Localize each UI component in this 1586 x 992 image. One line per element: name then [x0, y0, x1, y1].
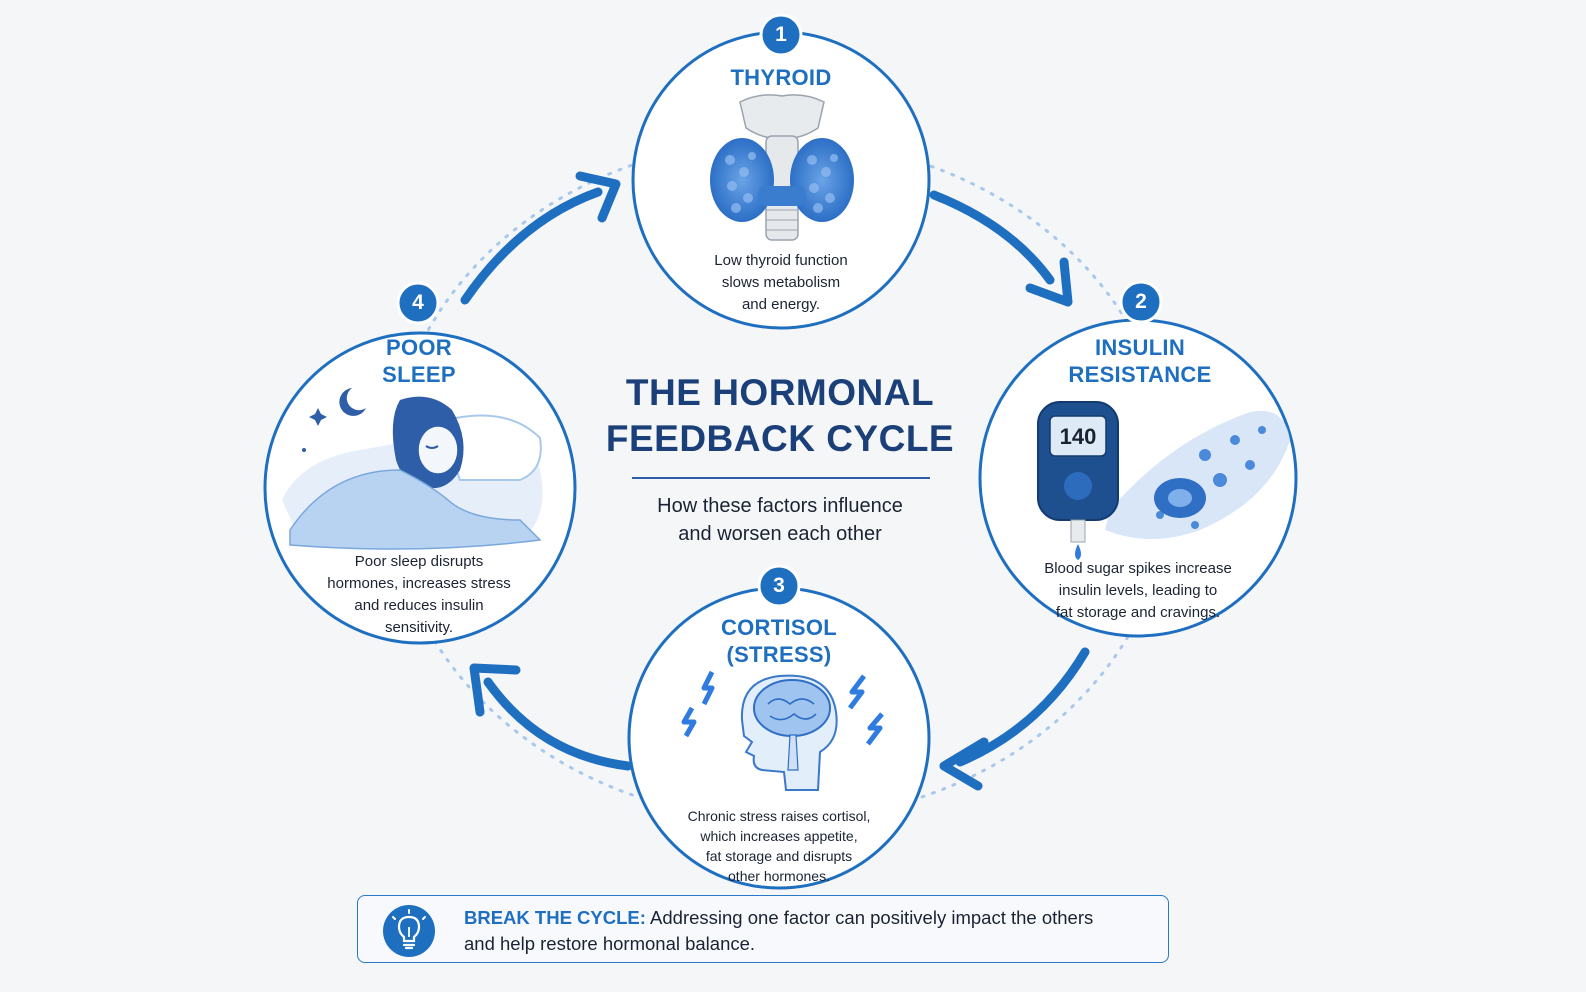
node-4-title-line: SLEEP: [382, 362, 456, 387]
node-4-desc-line: hormones, increases stress: [327, 575, 511, 592]
title-line-2: FEEDBACK CYCLE: [605, 418, 955, 459]
node-3-title-line: (STRESS): [726, 642, 832, 667]
title-line-1: THE HORMONAL: [625, 372, 935, 413]
lightbulb-icon: [383, 905, 435, 957]
node-4-desc-line: and reduces insulin: [354, 597, 484, 614]
node-2-title-line: INSULIN: [1094, 335, 1186, 360]
node-1-desc-line: Low thyroid function: [714, 252, 848, 269]
node-1-title: THYROID: [681, 64, 881, 91]
node-3-desc-line: which increases appetite,: [700, 828, 858, 844]
arrow-heads: [469, 171, 1073, 791]
badge-1: [759, 13, 803, 57]
node-2-desc-line: insulin levels, leading to: [1058, 582, 1218, 599]
glucose-meter-icon: [1037, 401, 1290, 560]
diagram-subtitle: How these factors influence and worsen e…: [580, 492, 980, 548]
node-3-desc-line: fat storage and disrupts: [705, 848, 853, 864]
node-2-number: 2: [1135, 290, 1147, 313]
arrow-sleep-to-thyroid: [460, 187, 603, 305]
diagram-title: THE HORMONAL FEEDBACK CYCLE: [560, 370, 1000, 462]
node-2-desc-line: Blood sugar spikes increase: [1044, 560, 1232, 577]
arrow-insulin-to-cortisol: [955, 647, 1090, 767]
badge-2: [1119, 280, 1163, 324]
callout-body-line-2: and help restore hormonal balance.: [464, 933, 756, 954]
subtitle-line-1: How these factors influence: [657, 495, 903, 517]
node-4-number: 4: [412, 291, 424, 314]
node-3-desc-line: other hormones.: [728, 868, 830, 884]
stressed-brain-icon: [681, 670, 884, 791]
node-2-title: INSULIN RESISTANCE: [1040, 334, 1240, 388]
node-2-description: Blood sugar spikes increase insulin leve…: [1016, 558, 1260, 624]
arrowhead-3: [469, 663, 521, 717]
node-3-title-line: CORTISOL: [720, 615, 838, 640]
node-4-title: POOR SLEEP: [319, 334, 519, 388]
node-4-title-line: POOR: [386, 335, 452, 360]
break-the-cycle-callout: BREAK THE CYCLE: Addressing one factor c…: [357, 895, 1169, 963]
arrowhead-4: [575, 171, 621, 223]
node-1-description: Low thyroid function slows metabolism an…: [671, 250, 891, 316]
node-3-title: CORTISOL (STRESS): [679, 614, 879, 668]
node-2-title-line: RESISTANCE: [1068, 362, 1212, 387]
node-1-desc-line: slows metabolism: [721, 274, 841, 291]
callout-body: Addressing one factor can positively imp…: [650, 907, 1094, 928]
arrowhead-2: [939, 737, 989, 791]
arrow-cortisol-to-sleep: [483, 677, 633, 771]
meter-reading: 140: [1060, 424, 1097, 449]
badge-4: [396, 281, 440, 325]
callout-lead: BREAK THE CYCLE:: [464, 907, 646, 928]
node-4-desc-line: sensitivity.: [384, 619, 454, 636]
subtitle-line-2: and worsen each other: [678, 523, 882, 545]
node-4-description: Poor sleep disrupts hormones, increases …: [304, 551, 534, 639]
node-4-desc-line: Poor sleep disrupts: [354, 553, 484, 570]
sleeping-woman-icon: [282, 388, 543, 550]
node-3-desc-line: Chronic stress raises cortisol,: [687, 808, 871, 824]
node-3-number: 3: [773, 574, 785, 597]
arrowhead-1: [1025, 257, 1073, 307]
node-2-desc-line: fat storage and cravings.: [1055, 604, 1221, 621]
node-3-description: Chronic stress raises cortisol, which in…: [664, 806, 894, 886]
cycle-arrows: [460, 187, 1090, 771]
node-1-desc-line: and energy.: [741, 296, 821, 313]
callout-text: BREAK THE CYCLE: Addressing one factor c…: [464, 905, 1164, 957]
node-1-title-line: THYROID: [730, 65, 832, 90]
node-1-number: 1: [775, 23, 787, 46]
arrow-thyroid-to-insulin: [929, 190, 1055, 285]
thyroid-gland-icon: [710, 94, 854, 241]
badge-3: [757, 564, 801, 608]
